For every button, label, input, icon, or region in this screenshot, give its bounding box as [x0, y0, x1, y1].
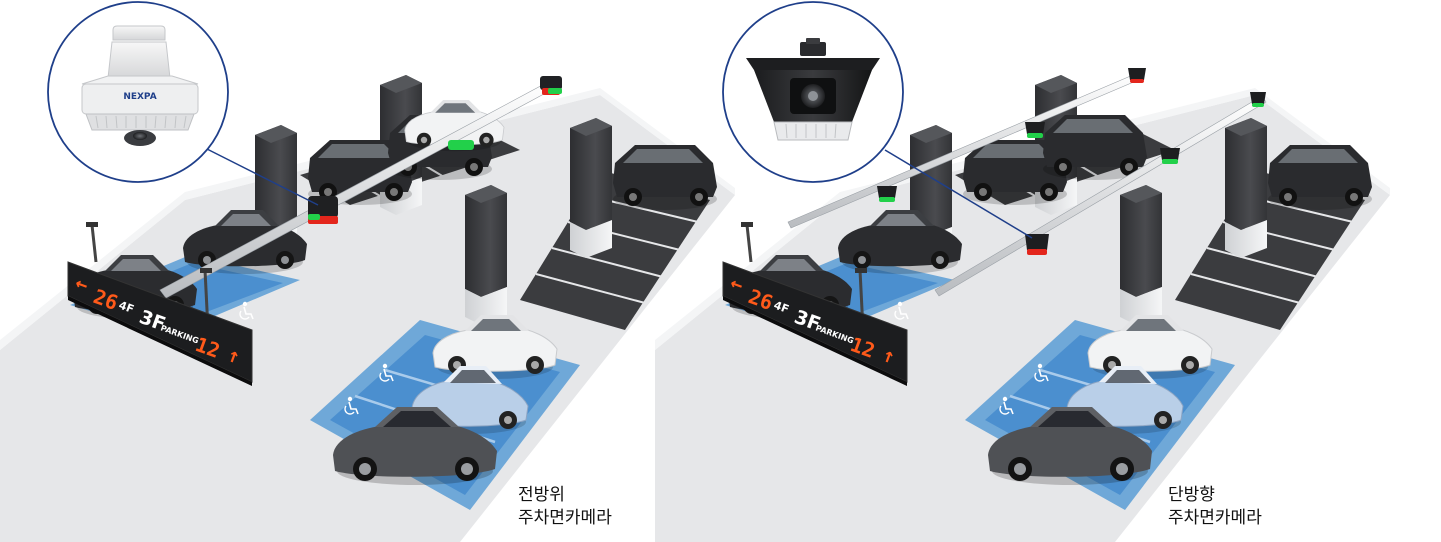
camera-rail: [934, 95, 1267, 297]
caption-line1: 단방향: [1168, 485, 1215, 505]
pillar: [570, 118, 612, 258]
bay-row-right: [1175, 170, 1365, 330]
caption-line2: 주차면카메라: [1168, 508, 1262, 528]
brand-logo: NEXPA: [123, 92, 156, 102]
callout-line: [204, 147, 319, 206]
camera-zoom-callout: NEXPA: [47, 1, 229, 183]
panel-single-direction-camera: ← 26 4F 3F PARKING 12 ↑: [655, 1, 1390, 542]
panel-omni-camera: NEXPA ← 26 4F 3F PARKING 12 ↑: [0, 1, 735, 542]
pillar: [1225, 118, 1267, 258]
parked-car: [1043, 115, 1147, 180]
pillar: [465, 185, 507, 325]
single-direction-camera-unit: [1250, 92, 1266, 107]
caption-line2: 주차면카메라: [518, 508, 612, 528]
sign-floor-left: 4F: [772, 299, 791, 316]
parking-floor-left: [0, 95, 735, 542]
space-indicator-light: [540, 76, 562, 95]
parked-car: [1268, 145, 1372, 210]
omni-camera-unit: [308, 196, 338, 224]
caption-single-direction-camera: 단방향 주차면카메라: [1168, 484, 1262, 530]
single-direction-camera-unit: [877, 186, 897, 202]
single-direction-camera-unit: [1128, 68, 1146, 83]
caption-line1: 전방위: [518, 485, 565, 505]
pillar: [1120, 185, 1162, 325]
space-indicator-light: [448, 140, 474, 150]
callout-line: [884, 149, 1033, 239]
caption-omni-camera: 전방위 주차면카메라: [518, 484, 612, 530]
single-direction-camera-unit: [1025, 234, 1049, 255]
single-direction-camera-unit: [1025, 122, 1045, 138]
single-direction-camera-unit: [1160, 148, 1180, 164]
parked-car: [613, 145, 717, 210]
parking-guidance-sign: ← 26 4F 3F PARKING 12 ↑: [722, 222, 908, 386]
parking-guidance-sign: ← 26 4F 3F PARKING 12 ↑: [67, 222, 253, 386]
bay-row-right: [520, 170, 710, 330]
single-direction-camera-icon: [746, 38, 880, 141]
omni-camera-icon: NEXPA: [81, 25, 199, 146]
sign-floor-left: 4F: [117, 299, 136, 316]
camera-zoom-callout: [722, 1, 904, 183]
